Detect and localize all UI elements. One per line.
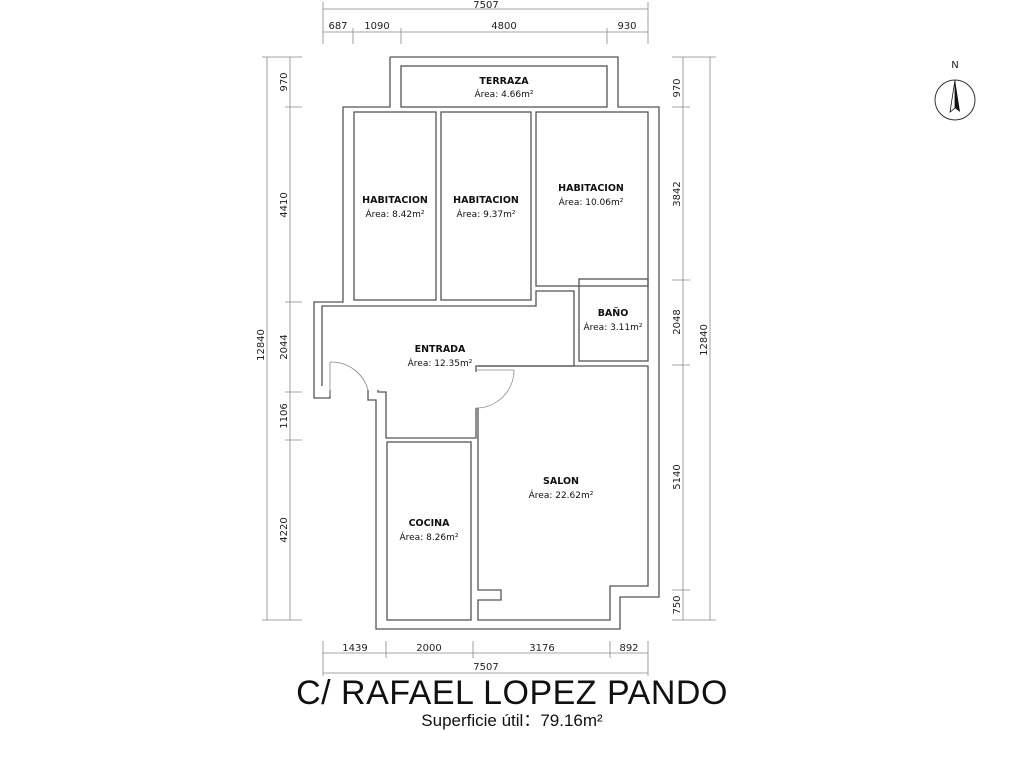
dimension-label: 3176	[529, 643, 554, 654]
street-title: C/ RAFAEL LOPEZ PANDO	[296, 674, 728, 712]
room-name: HABITACION	[558, 183, 624, 194]
room-name: COCINA	[409, 518, 451, 529]
dimension-label: 12840	[256, 329, 267, 361]
dimension-label: 7507	[473, 0, 498, 11]
room-area: Área: 9.37m²	[456, 208, 515, 220]
room-habitacion-1	[353, 111, 437, 301]
dimension-label: 4220	[279, 517, 290, 542]
outer-wall	[367, 56, 660, 630]
bottom-dimensions: 1439 2000 3176 892 7507	[322, 641, 649, 676]
room-bano	[578, 278, 649, 362]
room-name: HABITACION	[453, 195, 519, 206]
dimension-label: 750	[672, 595, 683, 614]
dimension-label: 2048	[672, 309, 683, 334]
usable-area: Superficie útil：79.16m²	[421, 711, 603, 730]
dimension-label: 970	[672, 78, 683, 97]
dimension-label: 892	[619, 643, 638, 654]
room-terraza	[400, 65, 608, 108]
room-entrada	[321, 290, 575, 386]
dimension-label: 3842	[672, 181, 683, 206]
dimension-label: 4410	[279, 192, 290, 217]
dimension-label: 687	[328, 21, 347, 32]
room-name: HABITACION	[362, 195, 428, 206]
room-name: TERRAZA	[479, 76, 529, 87]
room-cocina	[386, 441, 472, 621]
dimension-label: 12840	[699, 324, 710, 356]
dimension-label: 2000	[416, 643, 441, 654]
dimension-label: 970	[279, 72, 290, 91]
room-area: Área: 4.66m²	[474, 88, 533, 100]
dimension-label: 2044	[279, 334, 290, 359]
right-dimensions: 970 3842 2048 5140 750 12840	[672, 56, 716, 621]
room-area: Área: 8.26m²	[399, 531, 458, 543]
dimension-label: 5140	[672, 464, 683, 489]
room-habitacion-3	[535, 111, 649, 287]
dimension-label: 1106	[279, 403, 290, 428]
dimension-label: 1439	[342, 643, 367, 654]
room-area: Área: 12.35m²	[408, 357, 473, 369]
room-name: SALON	[543, 476, 579, 487]
outer-wall-left	[313, 57, 391, 399]
dimension-label: 930	[617, 21, 636, 32]
top-dimensions: 7507 687 1090 4800 930	[322, 0, 649, 44]
left-dimensions: 970 4410 2044 1106 4220 12840	[256, 56, 302, 621]
room-area: Área: 10.06m²	[559, 196, 624, 208]
room-area: Área: 8.42m²	[365, 208, 424, 220]
room-name: BAÑO	[598, 308, 629, 319]
room-area: Área: 22.62m²	[529, 489, 594, 501]
dimension-label: 7507	[473, 662, 498, 673]
dimension-label: 4800	[491, 21, 516, 32]
room-entrada-lower	[377, 390, 477, 439]
room-habitacion-2	[440, 111, 532, 301]
entry-door[interactable]	[329, 361, 369, 391]
salon-door[interactable]	[475, 369, 515, 409]
room-name: ENTRADA	[415, 344, 466, 355]
room-area: Área: 3.11m²	[583, 321, 642, 333]
room-salon	[477, 365, 649, 621]
north-compass-icon: N	[934, 60, 976, 121]
dimension-label: 1090	[364, 21, 389, 32]
dimension-label: N	[951, 60, 958, 71]
